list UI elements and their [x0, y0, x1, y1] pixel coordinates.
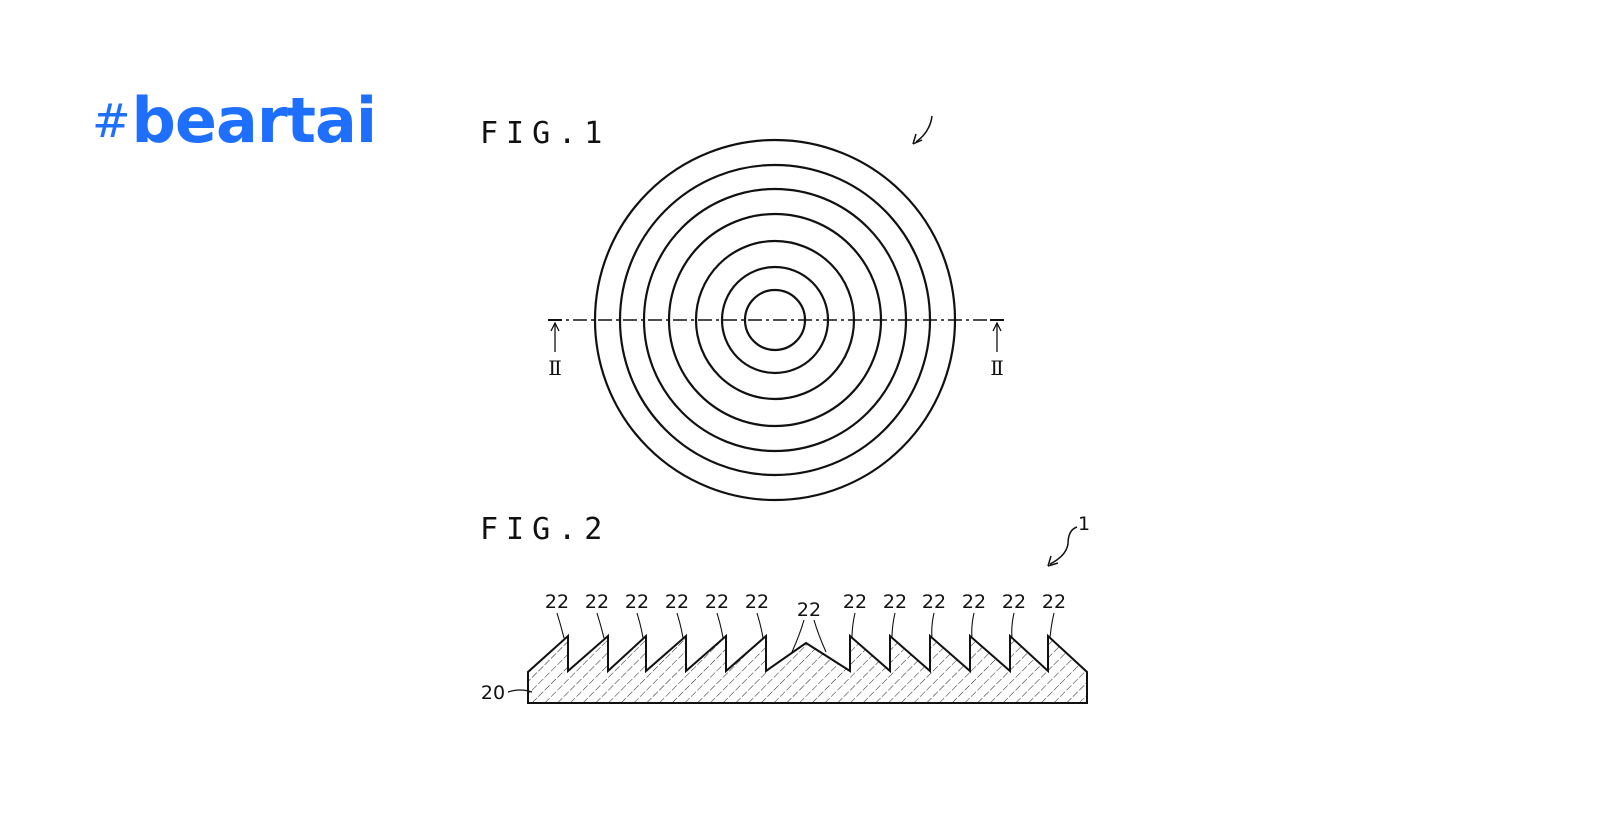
tooth-label: 22 — [962, 591, 986, 613]
tooth-label: 22 — [585, 591, 609, 613]
tooth-label: 22 — [745, 591, 769, 613]
tooth-label: 22 — [843, 591, 867, 613]
leader-line — [851, 612, 856, 639]
leader-line — [931, 612, 935, 639]
leader-line — [791, 619, 805, 653]
tooth-label: 22 — [1042, 591, 1066, 613]
leader-line — [1011, 612, 1015, 639]
fig1-reference-arrow — [912, 115, 933, 145]
section-marker-left: Ⅱ — [548, 319, 562, 380]
fig2-reference-arrow: 1 — [1047, 513, 1090, 567]
section-label-right: Ⅱ — [990, 356, 1004, 380]
tooth-label: 22 — [883, 591, 907, 613]
leader-line — [756, 612, 764, 639]
leader-line — [596, 612, 605, 639]
leader-line — [636, 612, 644, 639]
tooth-label: 22 — [665, 591, 689, 613]
tooth-label: 22 — [545, 591, 569, 613]
beartai-logo[interactable]: # beartai — [92, 72, 378, 157]
logo-wordmark: beartai — [131, 84, 378, 157]
leader-line — [556, 612, 565, 639]
tooth-label: 22 — [705, 591, 729, 613]
fig1-title: FIG.1 — [480, 116, 611, 151]
leader-line — [891, 612, 896, 639]
substrate-reference: 20 — [481, 682, 533, 704]
tooth-label: 22 — [922, 591, 946, 613]
leader-line — [676, 612, 684, 639]
ref-device-label: 1 — [1078, 513, 1090, 535]
section-marker-right: Ⅱ — [990, 319, 1004, 380]
section-label-left: Ⅱ — [548, 356, 562, 380]
lens-cross-section — [527, 633, 1088, 704]
leader-line — [1049, 612, 1055, 639]
tooth-label: 22 — [1002, 591, 1026, 613]
tooth-label: 22 — [625, 591, 649, 613]
leader-line — [716, 612, 724, 639]
leader-line — [971, 612, 975, 639]
fig2-title: FIG.2 — [480, 512, 611, 547]
ref-substrate-label: 20 — [481, 682, 505, 704]
logo-hash: # — [92, 94, 131, 148]
tooth-label-center: 22 — [797, 599, 821, 621]
tooth-labels: 22 22 22 22 22 22 22 22 22 22 22 22 22 — [545, 591, 1066, 653]
leader-line — [813, 619, 827, 653]
